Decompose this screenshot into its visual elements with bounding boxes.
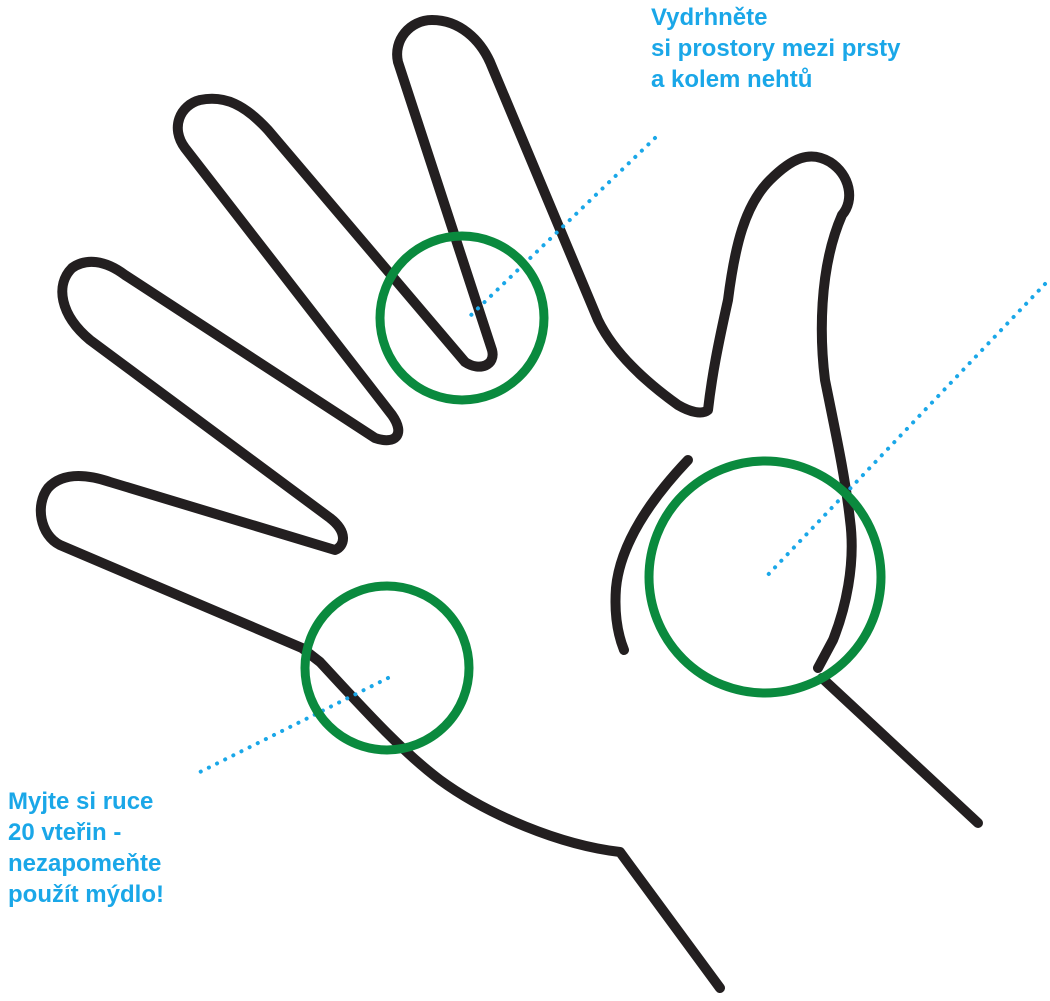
wash-callout-line-1: Myjte si ruce bbox=[8, 786, 164, 817]
pointer-line-wash bbox=[200, 678, 388, 772]
hand-outline bbox=[41, 20, 978, 988]
fingers-callout-line-3: a kolem nehtů bbox=[651, 64, 900, 95]
pointer-line-thumb bbox=[763, 284, 1045, 580]
fingers-callout: Vydrhněte si prostory mezi prsty a kolem… bbox=[651, 2, 900, 95]
fingers-callout-line-1: Vydrhněte bbox=[651, 2, 900, 33]
wash-callout-line-4: použít mýdlo! bbox=[8, 879, 164, 910]
wash-callout-line-2: 20 vteřin - bbox=[8, 817, 164, 848]
pointer-lines bbox=[200, 138, 1045, 772]
wash-callout-line-3: nezapomeňte bbox=[8, 848, 164, 879]
fingers-callout-line-2: si prostory mezi prsty bbox=[651, 33, 900, 64]
thumb-base-line bbox=[822, 678, 978, 823]
wash-callout: Myjte si ruce 20 vteřin - nezapomeňte po… bbox=[8, 786, 164, 910]
